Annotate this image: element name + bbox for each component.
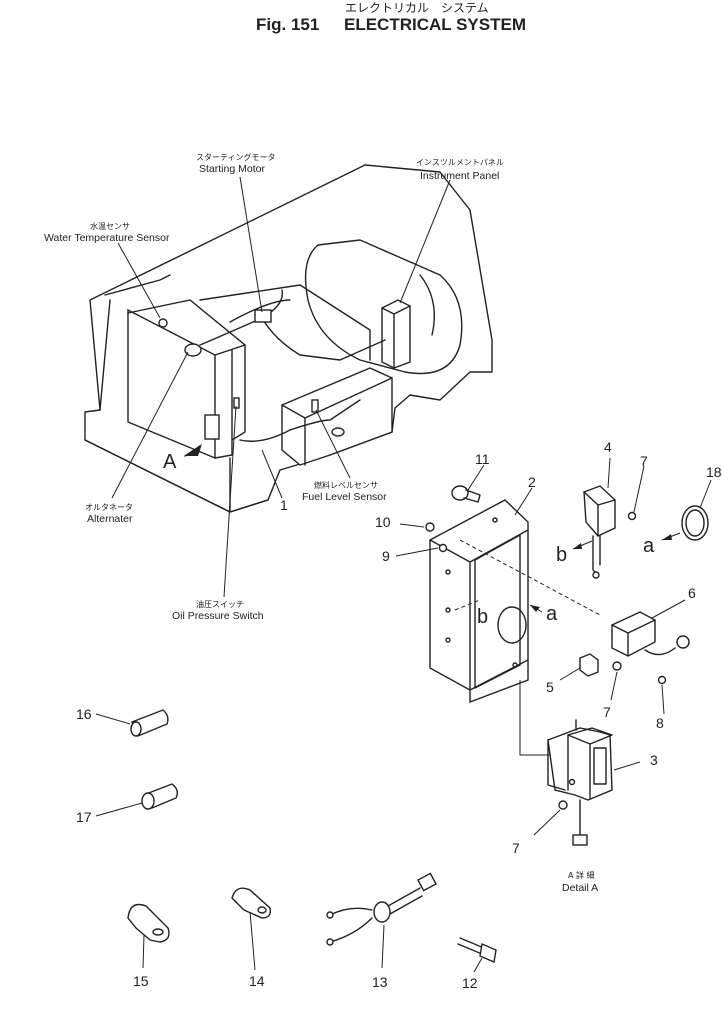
relay-part-4: b bbox=[556, 457, 645, 579]
instrument-panel-en: Instrument Panel bbox=[420, 170, 499, 182]
part-label-11: 11 bbox=[475, 451, 490, 467]
sensor-part-12 bbox=[457, 937, 497, 973]
view-letter-a-big: A bbox=[163, 451, 177, 473]
part-8 bbox=[657, 675, 667, 685]
harness-part-13 bbox=[326, 872, 437, 969]
alternater-en: Alternater bbox=[87, 513, 133, 525]
part-label-7-upper: 7 bbox=[640, 453, 648, 469]
part-label-8: 8 bbox=[656, 715, 664, 731]
part-label-12: 12 bbox=[462, 975, 478, 991]
starting-motor-part bbox=[254, 309, 272, 323]
part-number-labels: 1 2 3 4 5 6 7 7 7 8 9 10 11 12 13 14 15 … bbox=[76, 439, 722, 991]
instrument-panel-jp: インスツルメントパネル bbox=[416, 158, 504, 167]
part-label-6: 6 bbox=[688, 585, 696, 601]
part-label-13: 13 bbox=[372, 974, 388, 990]
alternater-jp: オルタネータ bbox=[85, 503, 133, 512]
water-temp-sensor-part bbox=[158, 318, 168, 328]
fuel-level-en: Fuel Level Sensor bbox=[302, 491, 387, 503]
ring-part-18: a bbox=[643, 479, 712, 557]
water-temp-jp: 水温センサ bbox=[90, 221, 130, 231]
small-hardware bbox=[395, 464, 533, 557]
machine-body: A bbox=[84, 164, 493, 513]
part-label-10: 10 bbox=[375, 514, 391, 530]
water-temp-en: Water Temperature Sensor bbox=[44, 232, 170, 244]
part-7-a bbox=[612, 661, 622, 671]
clamp-part-15 bbox=[127, 903, 170, 969]
part-label-14: 14 bbox=[249, 973, 265, 989]
starting-motor-jp: スターティングモータ bbox=[196, 152, 276, 162]
part-label-7-middle: 7 bbox=[603, 704, 611, 720]
bolt-part-11 bbox=[451, 485, 481, 503]
part-label-4: 4 bbox=[604, 439, 612, 455]
oil-pressure-switch-part bbox=[233, 397, 240, 409]
figure-number: Fig. 151 bbox=[256, 15, 319, 34]
title-block: エレクトリカル システム Fig. 151 ELECTRICAL SYSTEM bbox=[256, 1, 526, 34]
oil-pressure-en: Oil Pressure Switch bbox=[172, 610, 264, 622]
tube-part-16 bbox=[95, 709, 169, 737]
part-5 bbox=[579, 653, 599, 677]
bracket-assembly: b a bbox=[429, 499, 601, 756]
fuel-level-sensor-part bbox=[311, 399, 319, 413]
part-7-c bbox=[558, 800, 568, 810]
part-label-5: 5 bbox=[546, 679, 554, 695]
part-label-3: 3 bbox=[650, 752, 658, 768]
part-label-15: 15 bbox=[133, 973, 149, 989]
alternator-part bbox=[184, 343, 202, 357]
detail-a-jp: A 詳 細 bbox=[568, 870, 595, 880]
view-letter-a-2: a bbox=[546, 603, 558, 625]
nut-part-10 bbox=[425, 522, 435, 532]
small-parts-5-7-8 bbox=[559, 653, 667, 715]
detail-a-part-3: A 詳 細 Detail A bbox=[533, 719, 641, 894]
upper-labels: スターティングモータ Starting Motor インスツルメントパネル In… bbox=[44, 152, 504, 622]
view-letter-a-1: a bbox=[643, 535, 655, 557]
starting-motor-en: Starting Motor bbox=[199, 163, 265, 175]
lower-parts bbox=[95, 709, 497, 973]
view-letter-b-2: b bbox=[477, 606, 488, 628]
washer-part-9 bbox=[438, 543, 448, 553]
part-label-2: 2 bbox=[528, 474, 536, 490]
detail-a-en: Detail A bbox=[562, 882, 598, 894]
view-letter-b-1: b bbox=[556, 544, 567, 566]
upper-leaders bbox=[111, 176, 451, 598]
part-label-9: 9 bbox=[382, 548, 390, 564]
controller-part-6 bbox=[611, 599, 690, 657]
fuel-level-jp: 燃料レベルセンサ bbox=[314, 480, 378, 490]
part-label-7-lower: 7 bbox=[512, 840, 520, 856]
grommet-part-17 bbox=[95, 783, 179, 817]
part-label-1: 1 bbox=[280, 497, 288, 513]
oil-pressure-jp: 油圧スイッチ bbox=[196, 599, 244, 609]
small-box-part bbox=[204, 414, 220, 440]
clamp-part-14 bbox=[231, 887, 272, 971]
title-jp: エレクトリカル システム bbox=[345, 1, 489, 15]
part-label-18: 18 bbox=[706, 464, 722, 480]
part-label-17: 17 bbox=[76, 809, 92, 825]
part-label-16: 16 bbox=[76, 706, 92, 722]
title-en: ELECTRICAL SYSTEM bbox=[344, 15, 526, 34]
